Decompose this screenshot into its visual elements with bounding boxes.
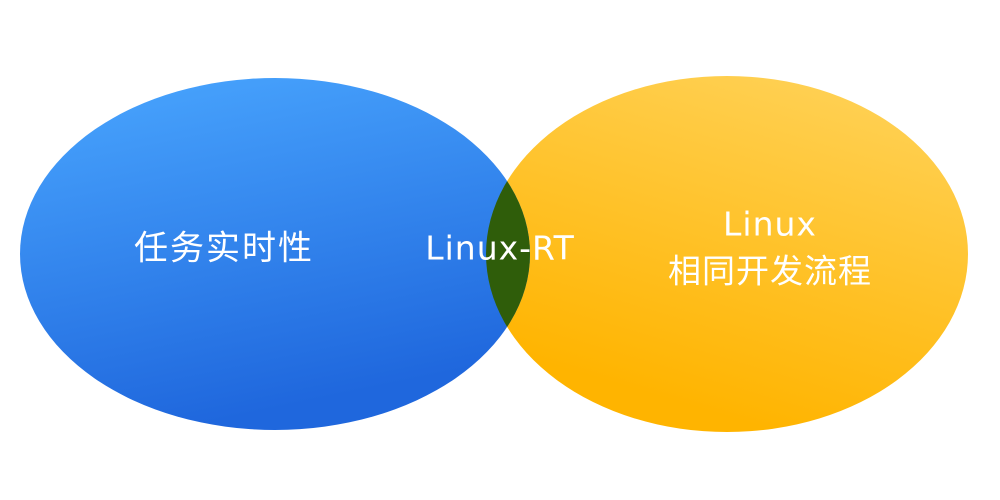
left-label: 任务实时性 <box>134 229 314 269</box>
right-label-line2: 相同开发流程 <box>668 252 872 291</box>
left-ellipse <box>20 78 530 430</box>
center-label: Linux-RT <box>425 229 575 268</box>
right-ellipse <box>486 76 968 432</box>
right-label-line1: Linux <box>723 205 817 244</box>
